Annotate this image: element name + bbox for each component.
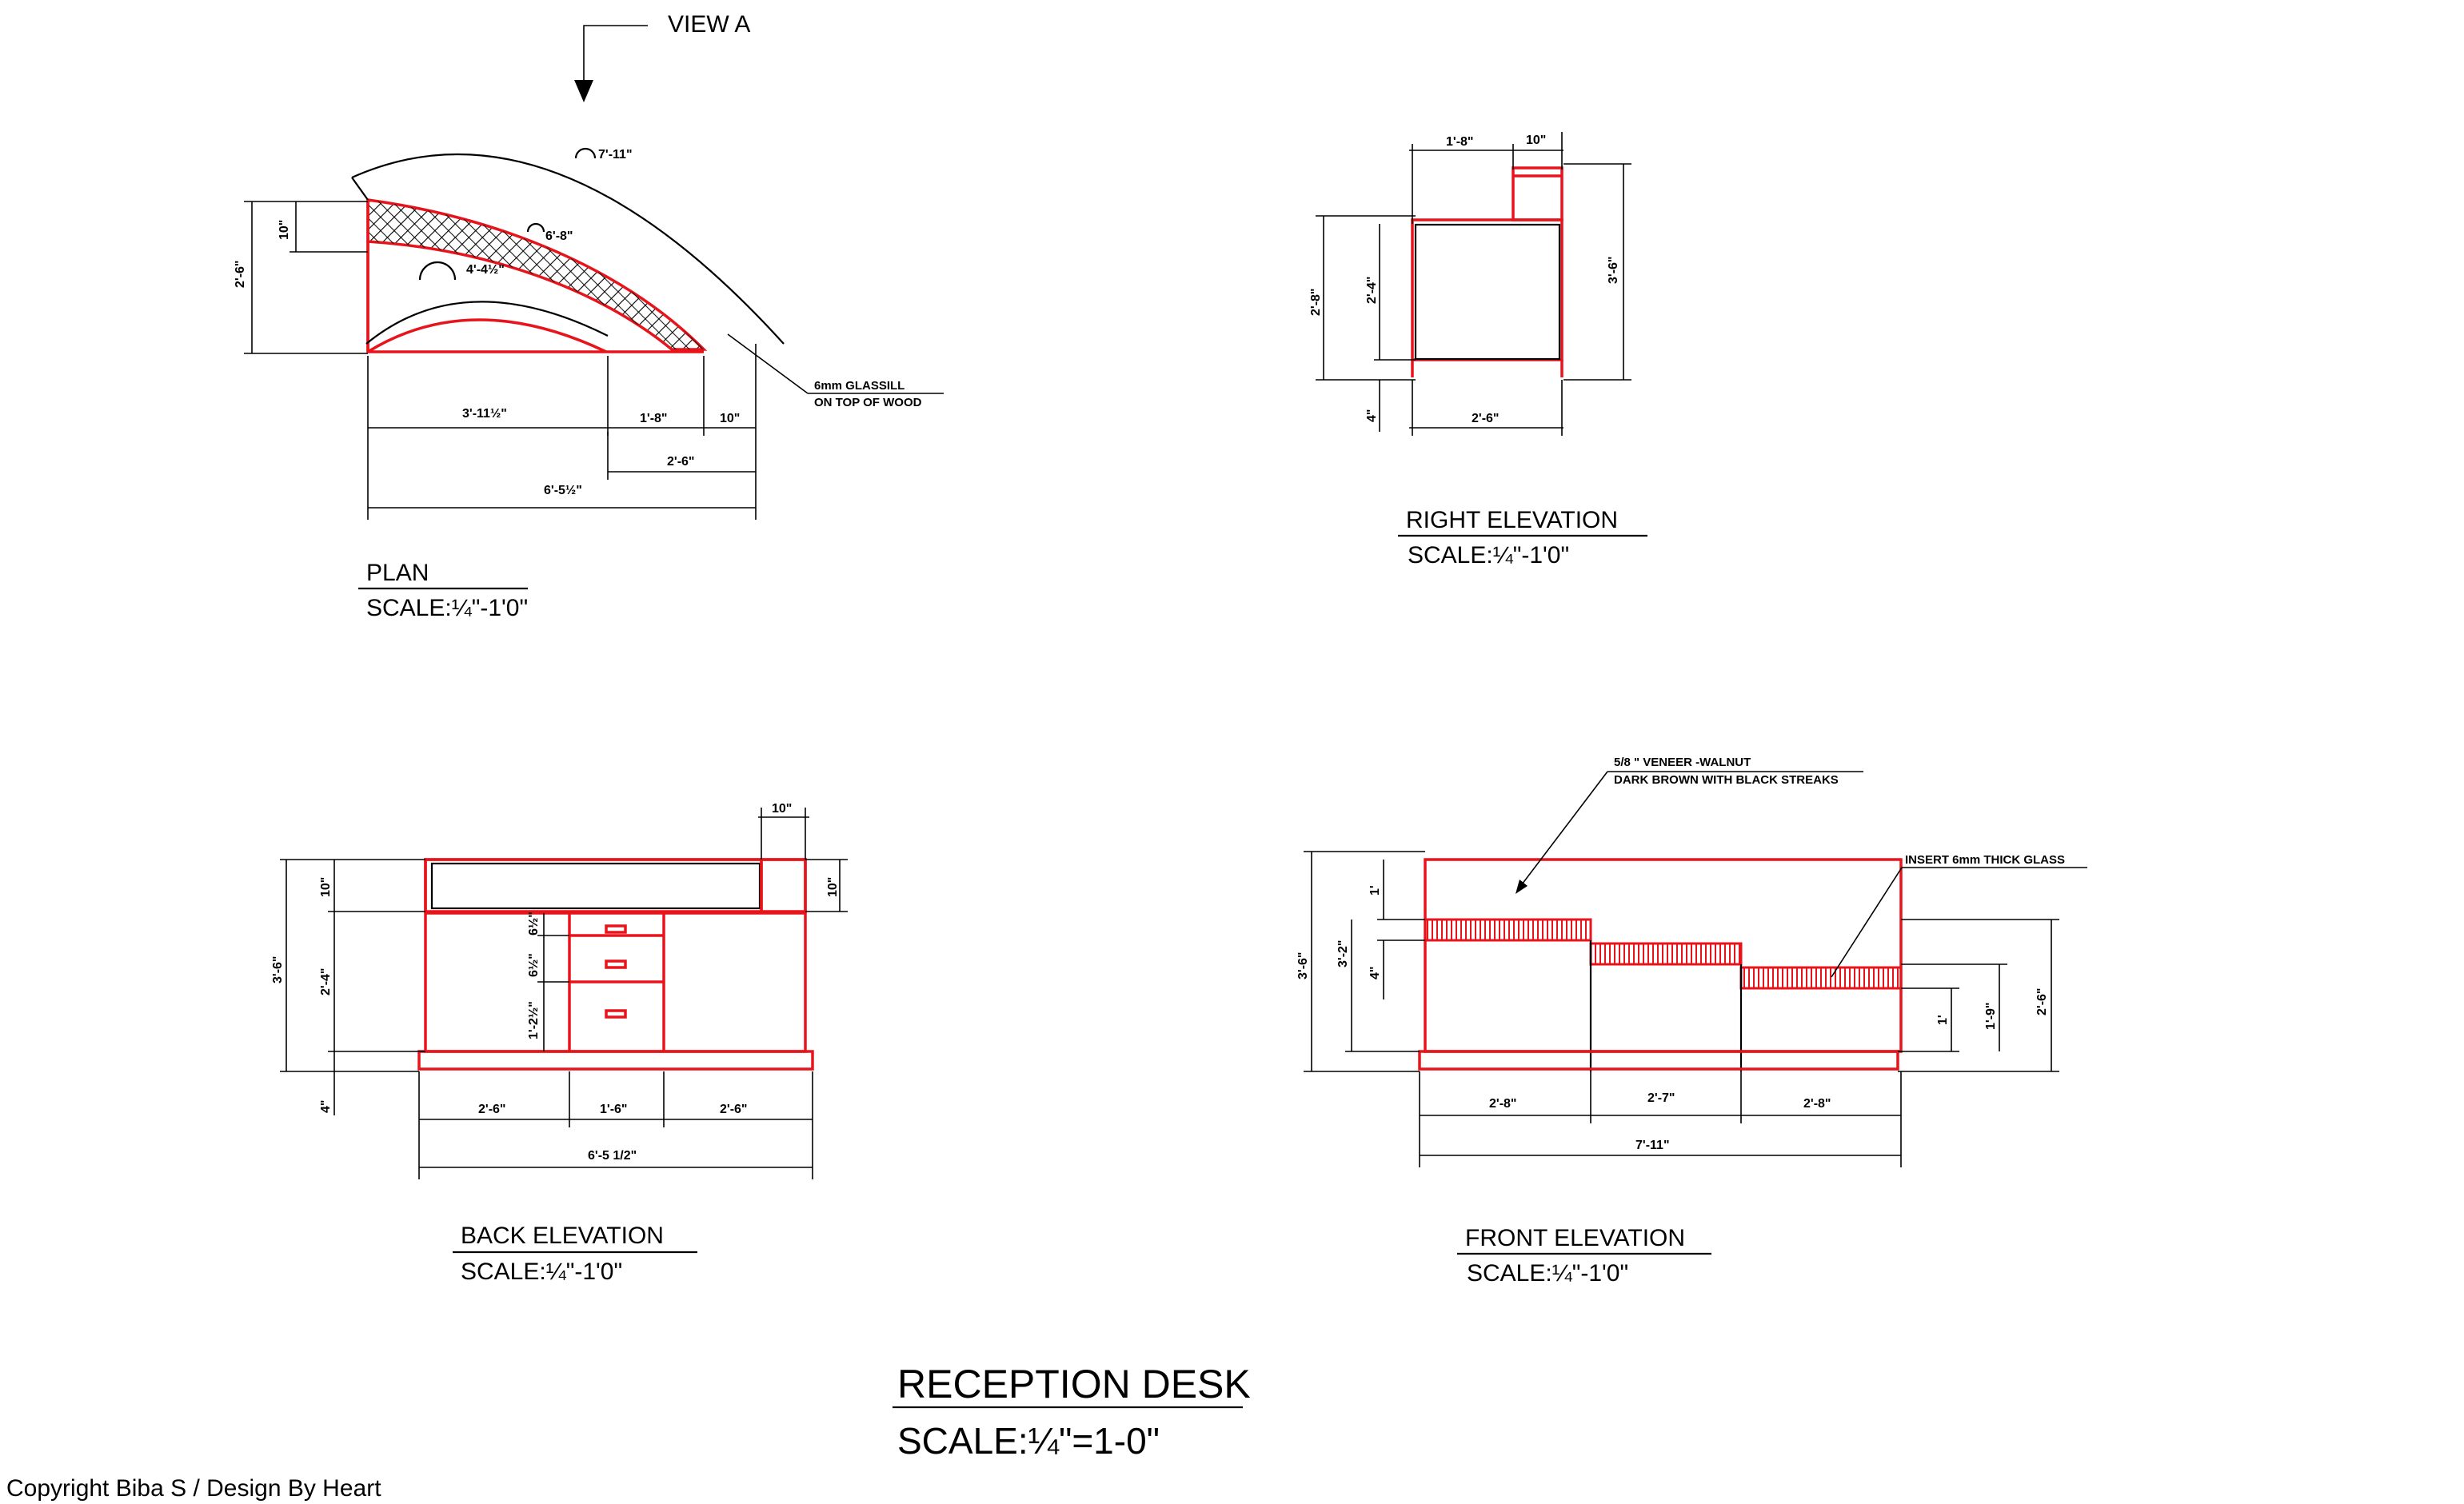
back-elevation-scale: SCALE:¼"-1'0" xyxy=(461,1259,622,1285)
plan-note-line2: ON TOP OF WOOD xyxy=(814,396,922,409)
back-left-top-dim: 10" xyxy=(319,877,333,897)
plan-inner-arc-dim: 4'-4½" xyxy=(466,263,505,277)
front-right-1-dim: 1' xyxy=(1936,1015,1950,1025)
back-drawer3-dim: 1'-2½" xyxy=(527,1001,541,1039)
front-glass-insert-1 xyxy=(1424,918,1592,942)
front-elevation-title: FRONT ELEVATION xyxy=(1465,1225,1685,1251)
back-drawer1-dim: 6½" xyxy=(527,912,541,936)
front-overall-h-dim: 3'-6" xyxy=(1296,951,1310,979)
front-right-3-dim: 2'-6" xyxy=(2035,987,2049,1015)
front-note-glass: INSERT 6mm THICK GLASS xyxy=(1905,853,2065,867)
front-w2-dim: 2'-7" xyxy=(1647,1091,1675,1105)
back-drawer2-dim: 6½" xyxy=(527,953,541,977)
back-w3-dim: 2'-6" xyxy=(720,1103,748,1116)
plan-seg2-dim: 1'-8" xyxy=(640,412,668,425)
plan-seg3-dim: 10" xyxy=(720,412,740,425)
front-top-band-dim: 1' xyxy=(1368,885,1382,896)
right-left-inner-dim: 2'-4" xyxy=(1365,276,1379,304)
plan-view: 7'-11" 6'-8" 4'-4½" 2'-6" 10" 3'-11½" 1'… xyxy=(234,147,944,621)
right-left-outer-dim: 2'-8" xyxy=(1309,288,1323,316)
plan-mid-arc-dim: 6'-8" xyxy=(545,229,573,243)
right-elevation-title: RIGHT ELEVATION xyxy=(1406,507,1618,533)
right-elevation-view: 1'-8" 10" 2'-8" 2'-4" 4" 3'-6" 2'-6" RIG… xyxy=(1309,132,1647,568)
view-a-marker: VIEW A xyxy=(574,11,750,102)
back-top-dim: 10" xyxy=(772,802,792,816)
front-band-dim: 4" xyxy=(1368,967,1382,979)
right-top-left-dim: 1'-8" xyxy=(1446,135,1474,149)
back-body-h-dim: 2'-4" xyxy=(319,967,333,995)
right-top-right-dim: 10" xyxy=(1526,134,1546,147)
front-upper-h-dim: 3'-2" xyxy=(1336,940,1350,967)
plan-top-width-dim: 10" xyxy=(278,220,291,240)
plan-scale: SCALE:¼"-1'0" xyxy=(366,595,528,621)
plan-note-line1: 6mm GLASSILL xyxy=(814,379,905,393)
front-note-veneer-2: DARK BROWN WITH BLACK STREAKS xyxy=(1614,773,1839,787)
sheet-scale: SCALE:¼"=1-0" xyxy=(897,1420,1160,1462)
back-elevation-title: BACK ELEVATION xyxy=(461,1223,664,1249)
front-glass-insert-3 xyxy=(1739,966,1903,990)
right-base-dim: 4" xyxy=(1365,409,1379,422)
back-right-top-dim: 10" xyxy=(826,877,840,897)
view-a-label: VIEW A xyxy=(668,11,750,38)
copyright-text: Copyright Biba S / Design By Heart xyxy=(6,1475,381,1502)
right-elevation-scale: SCALE:¼"-1'0" xyxy=(1408,542,1569,568)
front-overall-w-dim: 7'-11" xyxy=(1635,1139,1670,1152)
back-base-dim: 4" xyxy=(319,1100,333,1113)
plan-title: PLAN xyxy=(366,560,429,586)
right-bottom-dim: 2'-6" xyxy=(1472,412,1500,425)
right-overall-dim: 3'-6" xyxy=(1607,256,1620,284)
front-glass-insert-2 xyxy=(1589,942,1743,966)
front-w3-dim: 2'-8" xyxy=(1803,1097,1831,1111)
plan-depth-dim: 2'-6" xyxy=(234,260,247,288)
front-elevation-scale: SCALE:¼"-1'0" xyxy=(1467,1260,1628,1287)
back-overall-h-dim: 3'-6" xyxy=(271,955,285,983)
back-overall-w-dim: 6'-5 1/2" xyxy=(588,1149,637,1163)
sheet-title: RECEPTION DESK xyxy=(897,1362,1251,1406)
plan-sub-dim: 2'-6" xyxy=(667,455,695,469)
sheet-title-block: RECEPTION DESK SCALE:¼"=1-0" xyxy=(893,1362,1251,1462)
plan-seg1-dim: 3'-11½" xyxy=(462,407,507,421)
plan-overall-dim: 6'-5½" xyxy=(544,484,582,497)
back-w2-dim: 1'-6" xyxy=(600,1103,628,1116)
front-right-2-dim: 1'-9" xyxy=(1984,1002,1998,1030)
back-elevation-view: 10" 3'-6" 10" 2'-4" 4" 6½" 6½" 1'-2½" 10… xyxy=(271,802,848,1285)
plan-outer-arc-dim: 7'-11" xyxy=(598,148,633,162)
front-w1-dim: 2'-8" xyxy=(1489,1097,1517,1111)
front-elevation-view: 5/8 " VENEER -WALNUT DARK BROWN WITH BLA… xyxy=(1296,756,2087,1287)
front-note-veneer-1: 5/8 " VENEER -WALNUT xyxy=(1614,756,1751,769)
back-w1-dim: 2'-6" xyxy=(478,1103,506,1116)
